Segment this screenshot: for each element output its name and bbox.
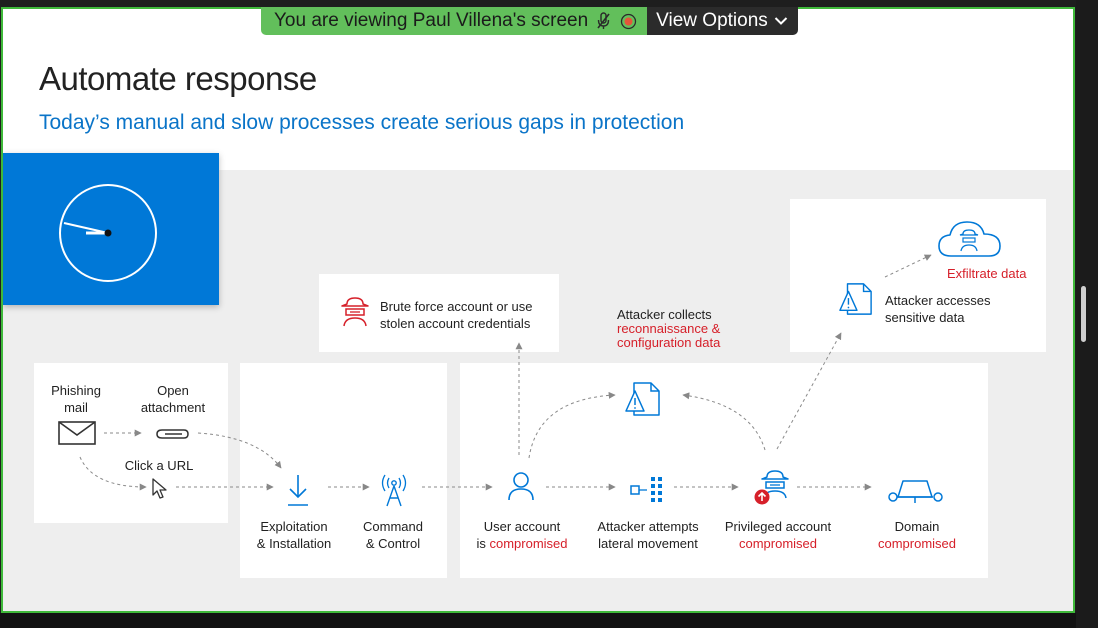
warning-document-icon (839, 283, 872, 315)
screen-share-banner: You are viewing Paul Villena's screen Vi… (261, 7, 798, 35)
viewing-text: You are viewing Paul Villena's screen (274, 10, 589, 31)
user-icon (508, 472, 534, 501)
card-delivery (34, 363, 228, 523)
envelope-icon (58, 421, 96, 445)
warning-document-icon (625, 382, 660, 416)
cloud-icon (938, 221, 1001, 257)
shared-screen-frame: Automate response Today’s manual and slo… (1, 7, 1075, 613)
right-gutter (1076, 0, 1098, 628)
exfiltrate-label: Exfiltrate data (947, 266, 1027, 281)
alert-badge-icon (754, 489, 770, 505)
clock-icon (59, 184, 157, 282)
view-options-label: View Options (656, 10, 768, 31)
exploitation-label: Exploitation& Installation (256, 519, 332, 551)
stop-share-icon[interactable] (620, 13, 637, 30)
user-account-label: User account is compromised (476, 519, 568, 551)
command-control-label: Command& Control (363, 519, 423, 551)
slide-title: Automate response (39, 60, 317, 97)
antenna-icon (381, 474, 407, 507)
paperclip-icon (156, 429, 189, 439)
view-options-button[interactable]: View Options (647, 7, 798, 35)
clock-tile (3, 153, 219, 305)
chevron-down-icon (774, 17, 787, 25)
viewing-notice: You are viewing Paul Villena's screen (261, 7, 648, 35)
mute-mic-icon[interactable] (596, 12, 612, 30)
card-credentials (319, 274, 559, 352)
bottom-bar (0, 613, 1098, 628)
slide-subtitle: Today’s manual and slow processes create… (39, 111, 685, 134)
scrollbar-thumb[interactable] (1081, 286, 1086, 342)
click-url-label: Click a URL (124, 458, 194, 473)
card-exploitation (240, 363, 447, 578)
hacker-icon (341, 297, 369, 327)
hacker-icon (761, 470, 789, 499)
cursor-icon (152, 478, 167, 499)
attacker-collects-label: Attacker collects reconnaissance & confi… (617, 307, 721, 350)
network-nodes-icon (630, 477, 662, 502)
domain-icon (888, 480, 943, 503)
download-arrow-icon (288, 475, 308, 506)
